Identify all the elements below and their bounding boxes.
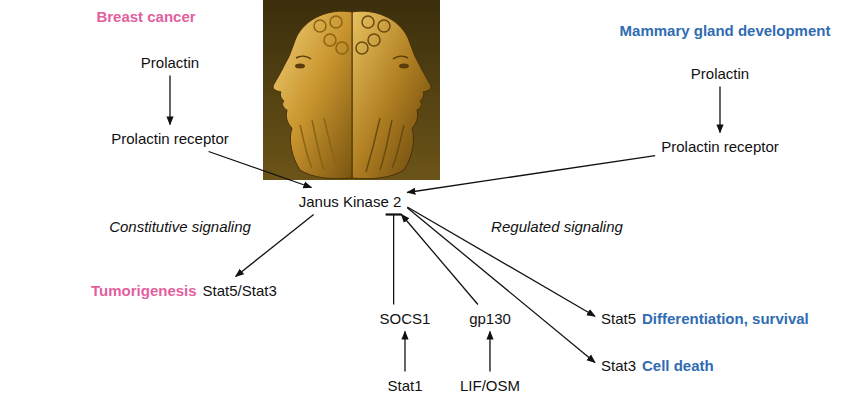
node-text: Prolactin receptor xyxy=(111,130,229,147)
text-node: Stat1 xyxy=(384,375,425,396)
connector-arrow xyxy=(401,215,478,305)
node-text: Stat5/Stat3 xyxy=(203,282,277,299)
node-text: Stat3 xyxy=(601,357,636,374)
face-left xyxy=(273,11,352,179)
connector-arrow xyxy=(719,87,720,133)
node-text: Prolactin xyxy=(691,65,749,82)
node-text: Cell death xyxy=(642,357,714,374)
node-text: Prolactin receptor xyxy=(661,138,779,155)
face-right xyxy=(352,11,431,179)
heading-label: Mammary gland development xyxy=(620,22,831,39)
text-node: Stat5 Differentiation, survival xyxy=(598,308,812,329)
text-node: Stat3 Cell death xyxy=(598,355,717,376)
node-text: Stat1 xyxy=(387,377,422,394)
text-node: Janus Kinase 2 xyxy=(296,191,405,212)
inhibition-line xyxy=(393,215,394,305)
text-node: Prolactin receptor xyxy=(108,128,232,149)
connector-arrow xyxy=(407,156,655,193)
text-node: Prolactin xyxy=(138,52,202,73)
inhibition-bar xyxy=(386,213,402,215)
connector-arrow xyxy=(489,332,490,372)
node-text: Stat5 xyxy=(601,310,636,327)
connector-arrow xyxy=(169,76,170,125)
connector-arrow xyxy=(404,332,405,372)
node-text: SOCS1 xyxy=(380,310,431,327)
picture-ground xyxy=(263,0,440,180)
node-text: Tumorigenesis xyxy=(91,282,197,299)
node-text: Janus Kinase 2 xyxy=(299,193,402,210)
annotation-label: Regulated signaling xyxy=(491,218,623,235)
node-text: Differentiation, survival xyxy=(642,310,809,327)
text-node: Prolactin xyxy=(688,63,752,84)
node-text: Prolactin xyxy=(141,54,199,71)
annotation-label: Constitutive signaling xyxy=(109,218,251,235)
connector-arrow xyxy=(209,152,312,188)
heading-label: Breast cancer xyxy=(96,8,195,25)
node-text: LIF/OSM xyxy=(460,377,520,394)
text-node: SOCS1 xyxy=(377,308,434,329)
text-node: gp130 xyxy=(466,308,514,329)
node-text: gp130 xyxy=(469,310,511,327)
text-node: Tumorigenesis Stat5/Stat3 xyxy=(88,280,280,301)
text-node: LIF/OSM xyxy=(457,375,523,396)
text-node: Prolactin receptor xyxy=(658,136,782,157)
